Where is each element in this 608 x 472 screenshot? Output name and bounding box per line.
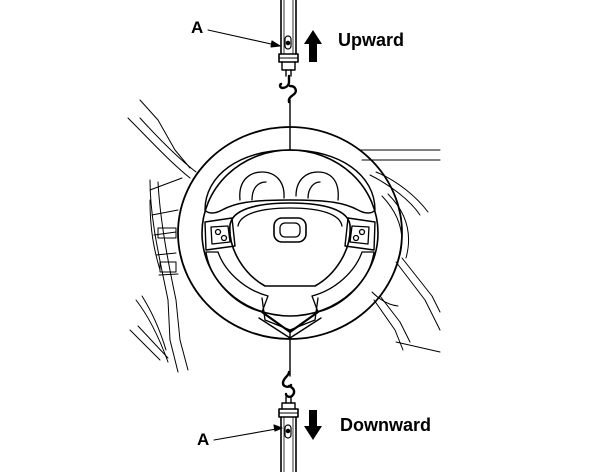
callout-a-top-label: A [191, 18, 204, 37]
hook-icon [278, 74, 298, 104]
steering-wheel-icon [177, 126, 403, 340]
dashboard-lines [127, 99, 441, 373]
spring-scale-icon [278, 396, 299, 472]
spring-scale-icon [278, 0, 299, 77]
upward-label: Upward [338, 30, 405, 50]
arrow-up-icon [304, 30, 322, 62]
arrow-down-icon [304, 410, 322, 440]
leader-lines [207, 29, 283, 441]
downward-label: Downward [340, 415, 432, 435]
callout-a-bottom-label: A [197, 430, 210, 449]
hook-icon [281, 370, 296, 399]
